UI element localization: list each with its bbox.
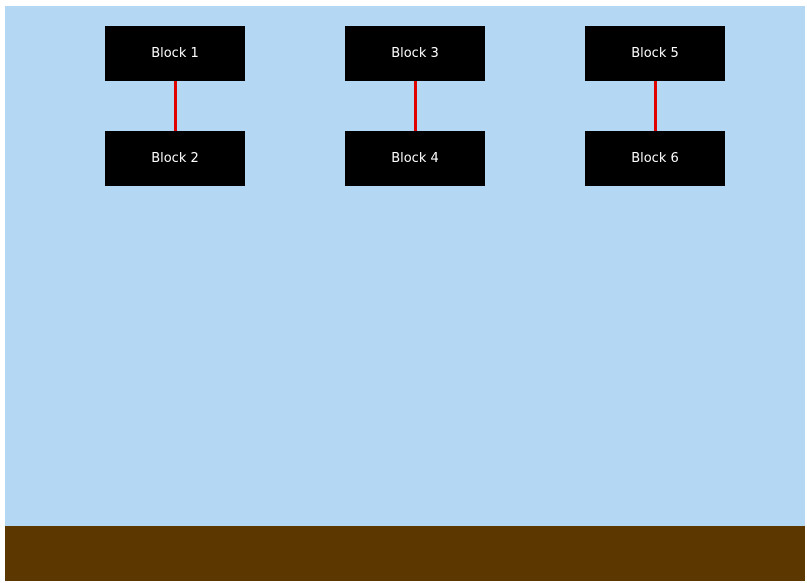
sky-background [5, 6, 805, 526]
block-label: Block 2 [151, 151, 199, 166]
game-canvas[interactable]: Block 1 Block 2 Block 3 Block 4 Block 5 … [5, 6, 805, 581]
block-label: Block 1 [151, 46, 199, 61]
block-6[interactable]: Block 6 [585, 131, 725, 186]
block-pair-1: Block 1 Block 2 [105, 26, 245, 186]
block-2[interactable]: Block 2 [105, 131, 245, 186]
ground-strip [5, 526, 805, 581]
block-5[interactable]: Block 5 [585, 26, 725, 81]
block-label: Block 3 [391, 46, 439, 61]
block-label: Block 6 [631, 151, 679, 166]
block-4[interactable]: Block 4 [345, 131, 485, 186]
block-1[interactable]: Block 1 [105, 26, 245, 81]
joint-connector [174, 81, 177, 131]
block-pair-2: Block 3 Block 4 [345, 26, 485, 186]
joint-connector [414, 81, 417, 131]
block-label: Block 5 [631, 46, 679, 61]
joint-connector [654, 81, 657, 131]
block-3[interactable]: Block 3 [345, 26, 485, 81]
block-label: Block 4 [391, 151, 439, 166]
block-pair-3: Block 5 Block 6 [585, 26, 725, 186]
